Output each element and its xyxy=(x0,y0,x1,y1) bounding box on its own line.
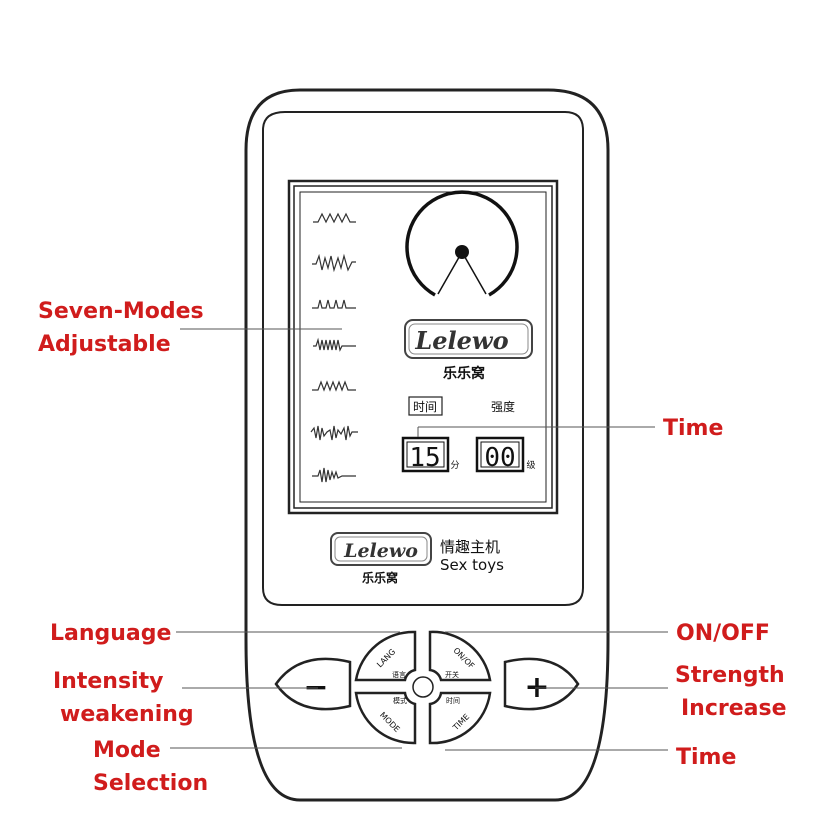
screen-strength-label: 强度 xyxy=(491,399,515,414)
label-time-right: Time xyxy=(663,416,723,441)
waveform-6 xyxy=(310,425,358,441)
label-intensity-1: Intensity xyxy=(53,669,163,694)
intensity-dial xyxy=(405,190,519,297)
screen-time-label: 时间 xyxy=(413,400,437,414)
level-unit: 级 xyxy=(526,459,535,471)
label-language: Language xyxy=(50,621,171,646)
waveform-5 xyxy=(312,380,356,392)
waveform-1 xyxy=(313,212,356,224)
waveform-2 xyxy=(312,253,356,273)
plus-button[interactable]: + xyxy=(503,657,580,711)
leader-lines xyxy=(170,328,668,751)
onoff-button[interactable] xyxy=(428,630,492,682)
center-hole xyxy=(412,676,434,698)
time-label-box xyxy=(408,396,443,416)
quadrant-pad xyxy=(354,630,492,745)
label-mode-1: Mode xyxy=(93,738,161,763)
screen-logo-text: Lelewo xyxy=(414,326,508,355)
label-seven-modes-2: Adjustable xyxy=(38,332,171,357)
onoff-label-cn: 开关 xyxy=(445,670,459,679)
time-button[interactable] xyxy=(428,691,492,745)
brand-logo: Lelewo 乐乐窝 xyxy=(330,532,432,585)
waveform-7 xyxy=(312,467,356,483)
brand-logo-text: Lelewo xyxy=(343,540,418,562)
product-name-cn: 情趣主机 xyxy=(440,538,500,556)
mode-button[interactable] xyxy=(354,691,417,745)
lang-button[interactable] xyxy=(354,630,417,682)
level-display: 00 级 xyxy=(475,436,536,473)
lang-label-cn: 语言 xyxy=(392,670,406,679)
label-seven-modes-1: Seven-Modes xyxy=(38,299,204,324)
time-label-cn: 时间 xyxy=(446,696,460,705)
label-onoff: ON/OFF xyxy=(676,621,770,646)
label-strength-1: Strength xyxy=(675,663,785,688)
minus-button[interactable]: − xyxy=(274,657,352,711)
time-display: 15 分 xyxy=(401,436,460,473)
screen-logo: Lelewo 乐乐窝 xyxy=(404,319,533,382)
screen-logo-cn: 乐乐窝 xyxy=(443,365,485,382)
time-unit: 分 xyxy=(450,460,459,471)
label-time-bottom: Time xyxy=(676,745,736,770)
level-value: 00 xyxy=(484,443,515,473)
label-intensity-2: weakening xyxy=(60,702,194,727)
product-name-en: Sex toys xyxy=(440,556,504,574)
waveform-3 xyxy=(312,299,356,309)
mode-label-cn: 模式 xyxy=(393,696,407,705)
label-mode-2: Selection xyxy=(93,771,208,796)
brand-logo-cn: 乐乐窝 xyxy=(362,570,398,585)
label-strength-2: Increase xyxy=(681,696,787,721)
mode-waveforms xyxy=(310,212,358,483)
time-value: 15 xyxy=(409,443,440,473)
waveform-4 xyxy=(313,337,356,352)
